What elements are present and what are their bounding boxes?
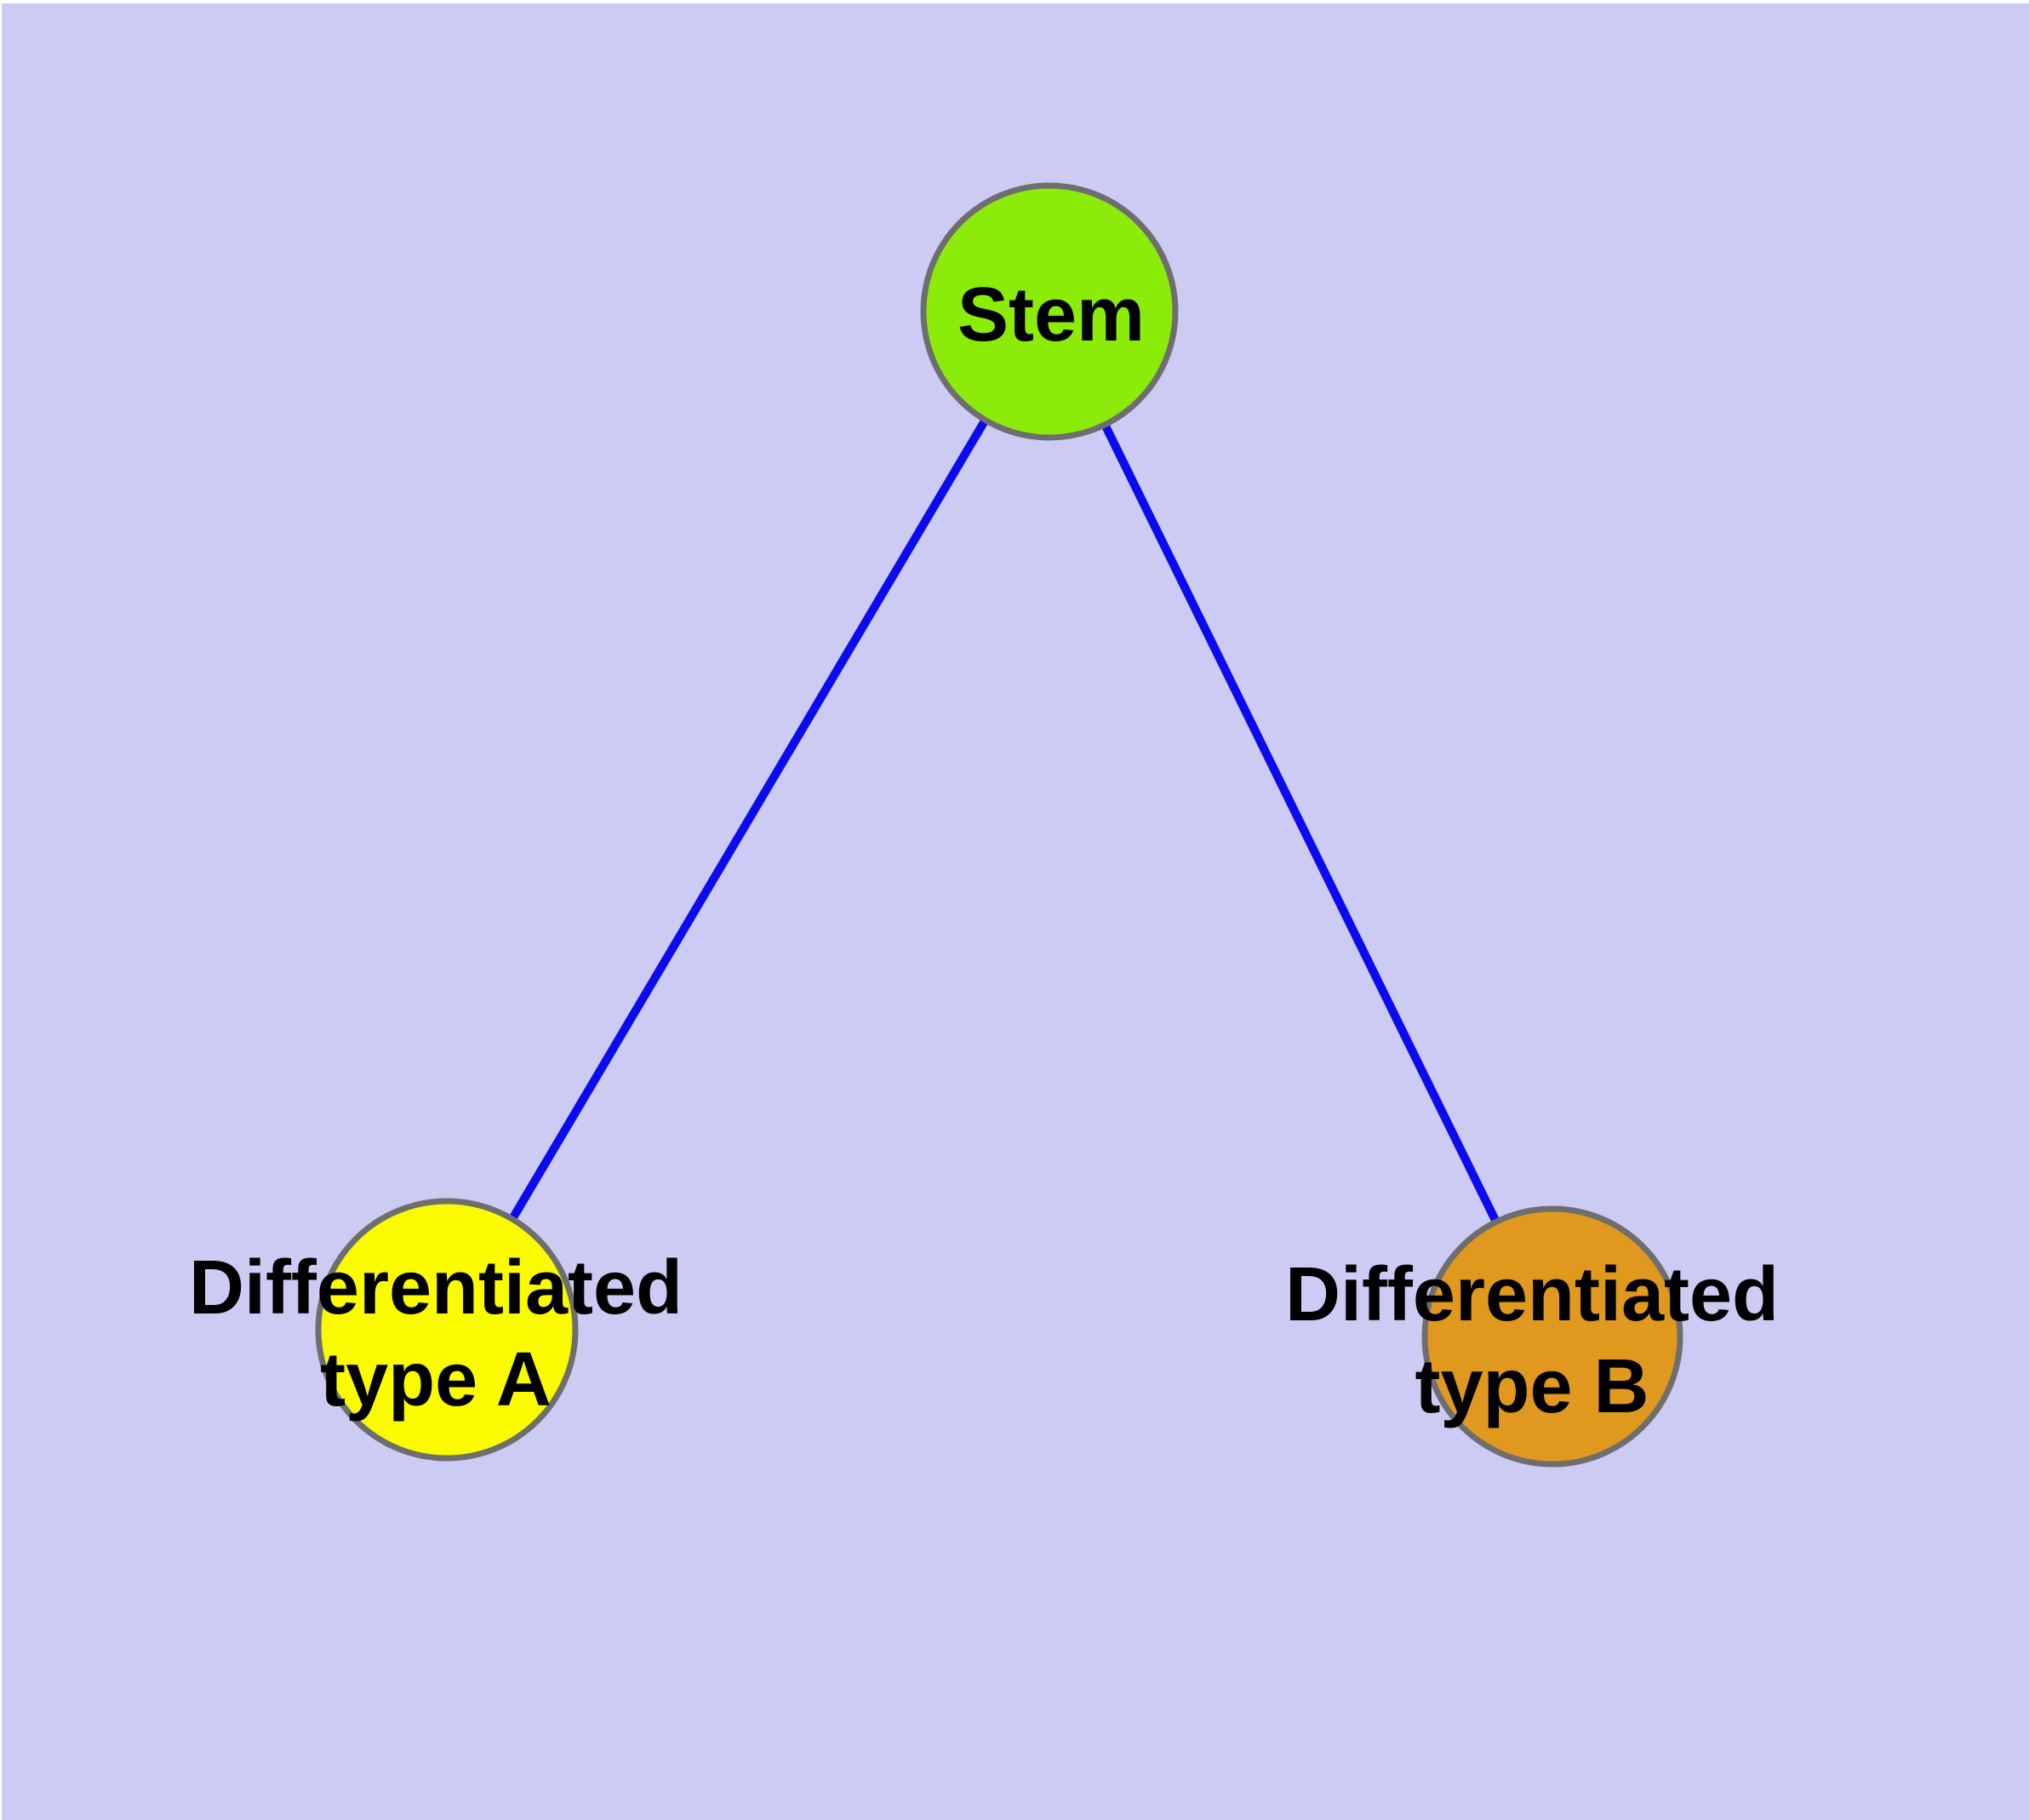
edge-stem-to-type-a [443, 309, 1054, 1332]
node-differentiated-type-a[interactable]: Differentiated type A [189, 1198, 683, 1462]
type-a-node-label-line1: Differentiated [189, 1245, 683, 1331]
type-b-node-label-line2: type B [1415, 1344, 1649, 1429]
type-a-node-label-line2: type A [320, 1337, 552, 1422]
node-differentiated-type-b[interactable]: Differentiated type B [1285, 1205, 1779, 1468]
edge-group [443, 309, 1557, 1339]
type-b-node-label-line1: Differentiated [1285, 1252, 1779, 1337]
edge-stem-to-type-b [1045, 309, 1557, 1339]
node-stem[interactable]: Stem [920, 182, 1179, 441]
stem-node-label: Stem [957, 272, 1145, 358]
type-b-node-circle[interactable] [1421, 1205, 1683, 1468]
type-a-node-circle[interactable] [315, 1198, 579, 1462]
stem-node-circle[interactable] [920, 182, 1179, 441]
